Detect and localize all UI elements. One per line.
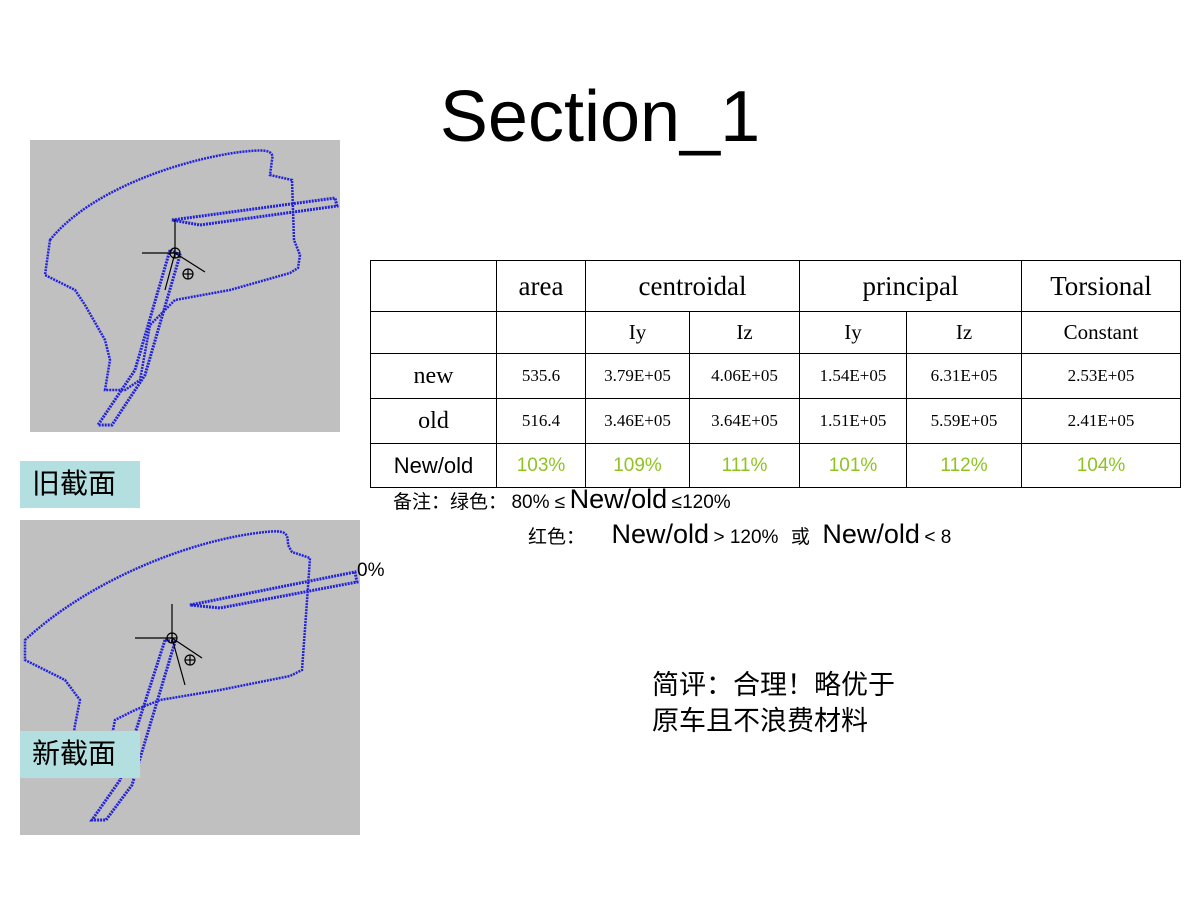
- table-row: old 516.4 3.46E+05 3.64E+05 1.51E+05 5.5…: [370, 398, 1181, 444]
- note-text: New/old: [822, 519, 920, 549]
- row-label: New/old: [370, 443, 497, 488]
- subheader-cell: [496, 311, 586, 354]
- table-cell: 2.41E+05: [1021, 398, 1181, 444]
- subheader-cell: Iz: [689, 311, 800, 354]
- note-text: 或: [790, 526, 810, 548]
- ratio-cell: 111%: [689, 443, 800, 488]
- table-cell: 3.79E+05: [585, 353, 690, 399]
- table-cell: 1.54E+05: [799, 353, 907, 399]
- note-text: New/old: [569, 484, 668, 514]
- old-section-image: [30, 140, 340, 432]
- comment-line: 简评：合理！略优于: [652, 670, 895, 701]
- ratio-cell: 104%: [1021, 443, 1181, 488]
- header-cell: Torsional: [1021, 260, 1181, 312]
- ratio-cell: 112%: [906, 443, 1022, 488]
- subheader-cell: Iz: [906, 311, 1022, 354]
- table-cell: 6.31E+05: [906, 353, 1022, 399]
- note-prefix: 备注：绿色：: [393, 491, 508, 513]
- note-line-green: 备注：绿色： 80% ≤ New/old ≤120%: [393, 484, 731, 515]
- note-text: 80% ≤: [511, 492, 566, 513]
- section-outline-old: [43, 149, 339, 427]
- note-line-red: 红色： New/old > 120% 或 New/old < 8: [528, 519, 951, 550]
- table-row-ratio: New/old 103% 109% 111% 101% 112% 104%: [370, 443, 1181, 488]
- slide-title: Section_1: [439, 77, 761, 157]
- note-text: > 120%: [713, 527, 779, 548]
- new-section-image: [20, 520, 360, 835]
- old-section-label: 旧截面: [20, 461, 140, 508]
- subheader-cell: [370, 311, 497, 354]
- subheader-cell: Iy: [799, 311, 907, 354]
- table-cell: 2.53E+05: [1021, 353, 1181, 399]
- header-cell: centroidal: [585, 260, 800, 312]
- table-cell: 3.46E+05: [585, 398, 690, 444]
- table-cell: 3.64E+05: [689, 398, 800, 444]
- header-cell: principal: [799, 260, 1022, 312]
- section-properties-table: area centroidal principal Torsional Iy I…: [370, 260, 1181, 488]
- row-label: new: [370, 353, 497, 399]
- table-row: new 535.6 3.79E+05 4.06E+05 1.54E+05 6.3…: [370, 353, 1181, 399]
- note-prefix: 红色：: [528, 526, 586, 548]
- ratio-cell: 103%: [496, 443, 586, 488]
- new-section-label: 新截面: [20, 731, 140, 778]
- note-text: New/old: [611, 519, 710, 549]
- comment-block: 简评：合理！略优于 原车且不浪费材料: [652, 668, 895, 740]
- table-cell: 4.06E+05: [689, 353, 800, 399]
- comment-line: 原车且不浪费材料: [652, 706, 868, 737]
- table-cell: 1.51E+05: [799, 398, 907, 444]
- table-subheader-row: Iy Iz Iy Iz Constant: [370, 311, 1181, 354]
- table-cell: 535.6: [496, 353, 586, 399]
- header-cell: [370, 260, 497, 312]
- ratio-cell: 109%: [585, 443, 690, 488]
- subheader-cell: Constant: [1021, 311, 1181, 354]
- table-cell: 5.59E+05: [906, 398, 1022, 444]
- ratio-cell: 101%: [799, 443, 907, 488]
- note-text: ≤120%: [671, 492, 731, 513]
- table-cell: 516.4: [496, 398, 586, 444]
- row-label: old: [370, 398, 497, 444]
- note-overflow-text: 0%: [357, 560, 385, 581]
- table-header-row: area centroidal principal Torsional: [370, 260, 1181, 312]
- header-cell: area: [496, 260, 586, 312]
- note-text: < 8: [924, 527, 952, 548]
- section-outline-new: [23, 530, 359, 822]
- subheader-cell: Iy: [585, 311, 690, 354]
